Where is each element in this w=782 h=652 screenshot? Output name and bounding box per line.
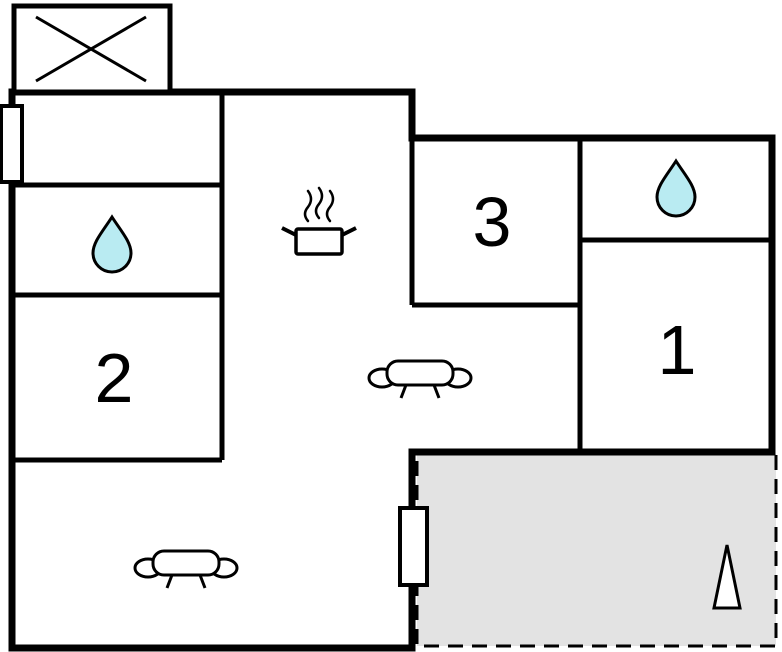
water-drop-icon [655,158,697,218]
water-drop-icon [91,214,133,274]
pot-body [294,227,344,256]
pot-handles [281,226,357,237]
crossed-box-x [35,15,147,83]
room-1-label: 1 [658,311,697,389]
cooking-pot-icon [281,186,357,256]
window-icon [0,104,24,184]
terrace-area [415,452,778,648]
steam-icon [303,186,335,223]
window-icon [398,506,429,587]
north-arrow-icon [712,544,742,610]
room-3-label: 3 [473,183,512,261]
interior-walls [12,92,772,463]
sofa-icon [133,549,239,589]
outer-wall [8,88,776,652]
sofa-icon [367,359,473,399]
crossed-box-icon [11,3,173,95]
room-2-label: 2 [95,339,134,417]
